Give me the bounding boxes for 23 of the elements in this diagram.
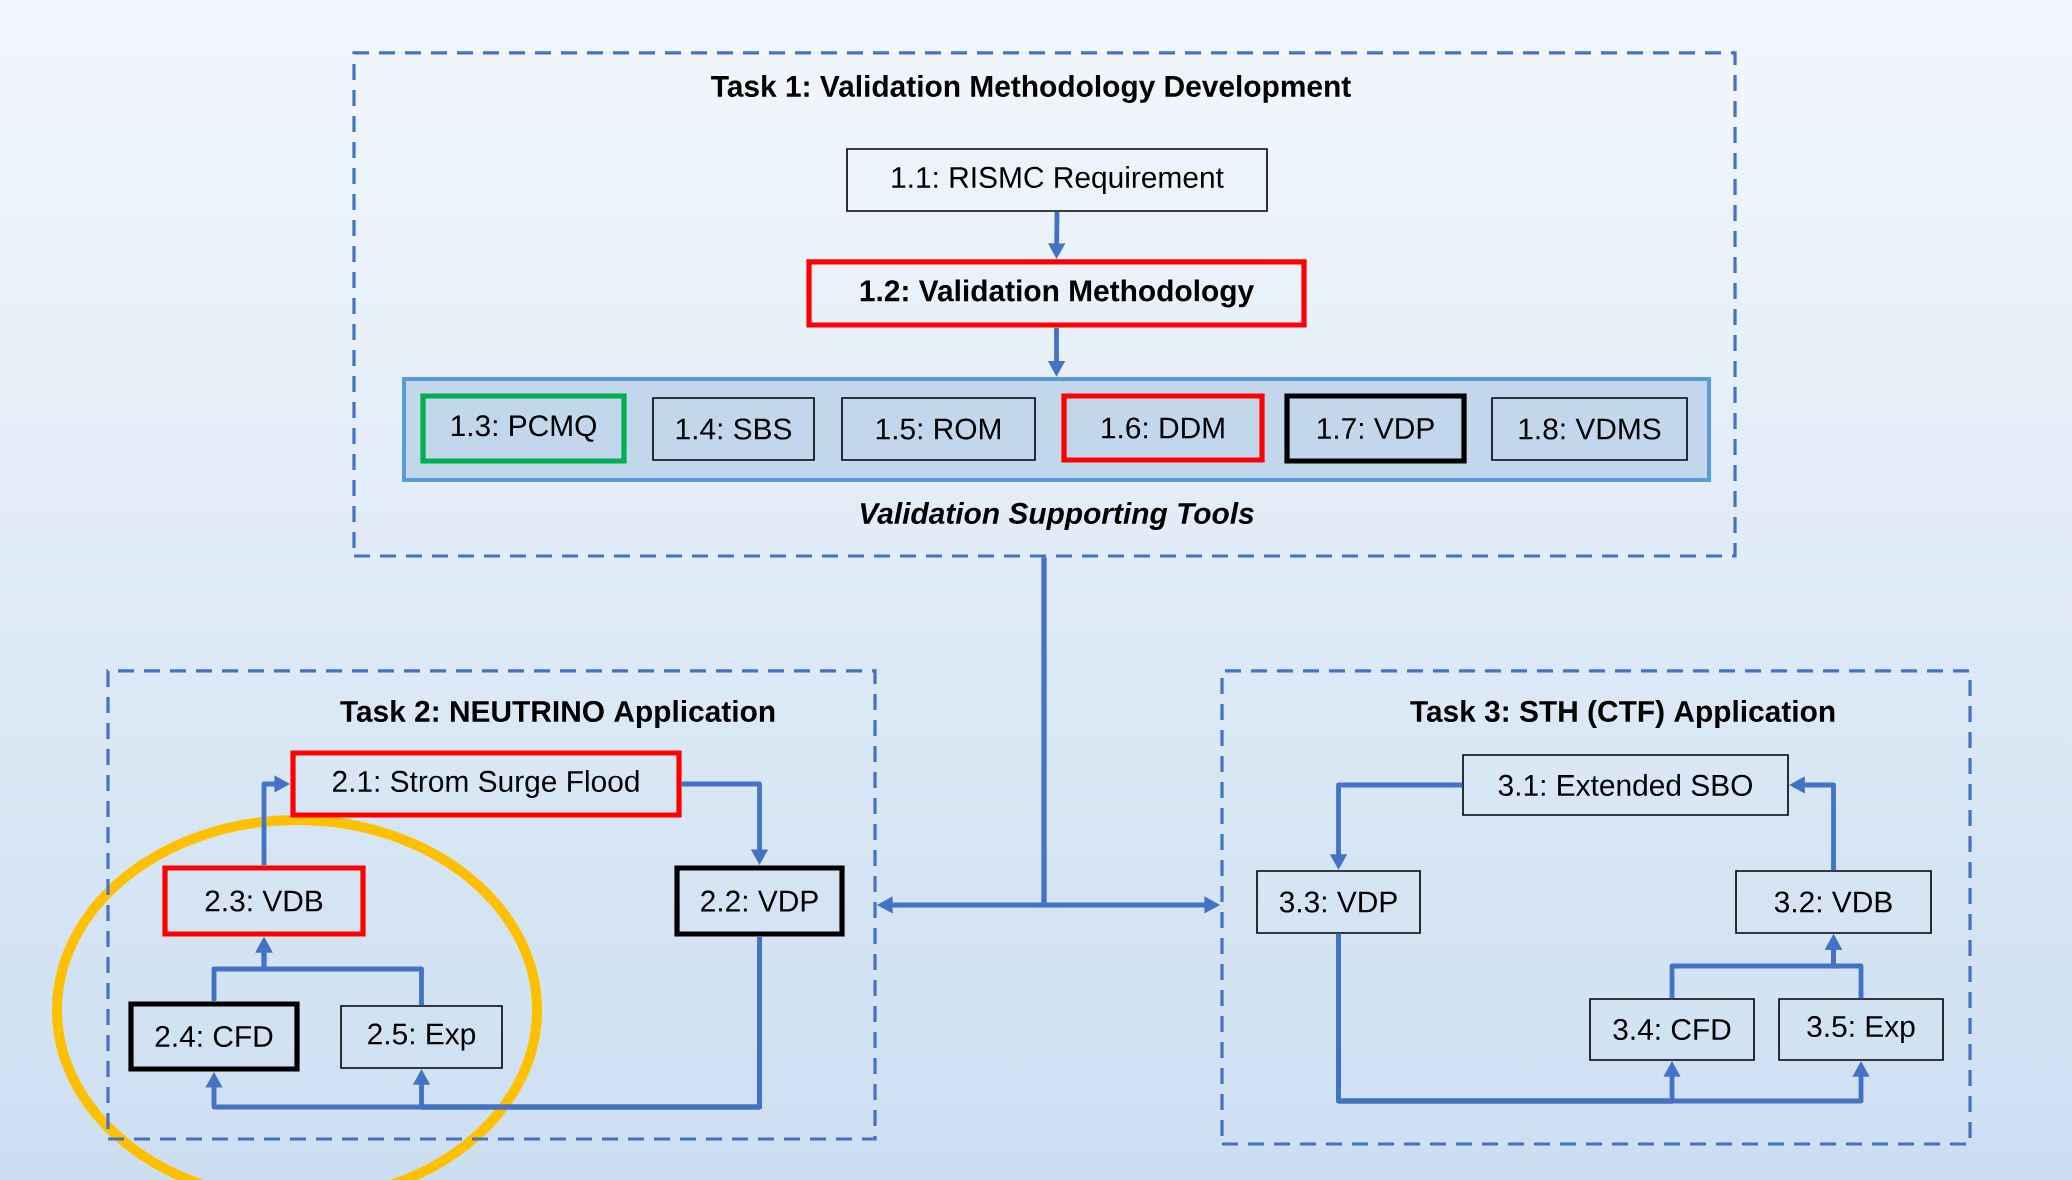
process-box: 3.4: CFD: [1589, 998, 1755, 1061]
task-title: Task 3: STH (CTF) Application: [1410, 700, 1835, 728]
process-box: 1.8: VDMS: [1491, 397, 1688, 461]
process-box: 2.4: CFD: [128, 1001, 300, 1072]
process-box: 1.3: PCMQ: [420, 393, 627, 464]
task-title: Task 1: Validation Methodology Development: [711, 75, 1351, 103]
process-box: 3.5: Exp: [1778, 998, 1944, 1061]
task-title: Task 2: NEUTRINO Application: [340, 700, 775, 728]
process-box: 1.2: Validation Methodology: [806, 259, 1307, 328]
process-box: 3.3: VDP: [1256, 870, 1421, 934]
process-box: 1.5: ROM: [841, 397, 1036, 461]
arrow: [412, 936, 762, 1110]
process-box: 2.1: Strom Surge Flood: [290, 750, 682, 818]
process-box: 1.7: VDP: [1284, 393, 1467, 464]
process-box: 3.1: Extended SBO: [1462, 754, 1789, 816]
process-box: 2.2: VDP: [674, 865, 845, 937]
process-box: 2.5: Exp: [340, 1005, 503, 1069]
process-box: 1.1: RISMC Requirement: [846, 148, 1268, 212]
process-box: 1.4: SBS: [652, 397, 815, 461]
process-box: 1.6: DDM: [1061, 393, 1265, 463]
process-box: 3.2: VDB: [1735, 870, 1932, 934]
panel-heading: Validation Supporting Tools: [860, 502, 1254, 530]
process-box: 2.3: VDB: [162, 865, 366, 937]
